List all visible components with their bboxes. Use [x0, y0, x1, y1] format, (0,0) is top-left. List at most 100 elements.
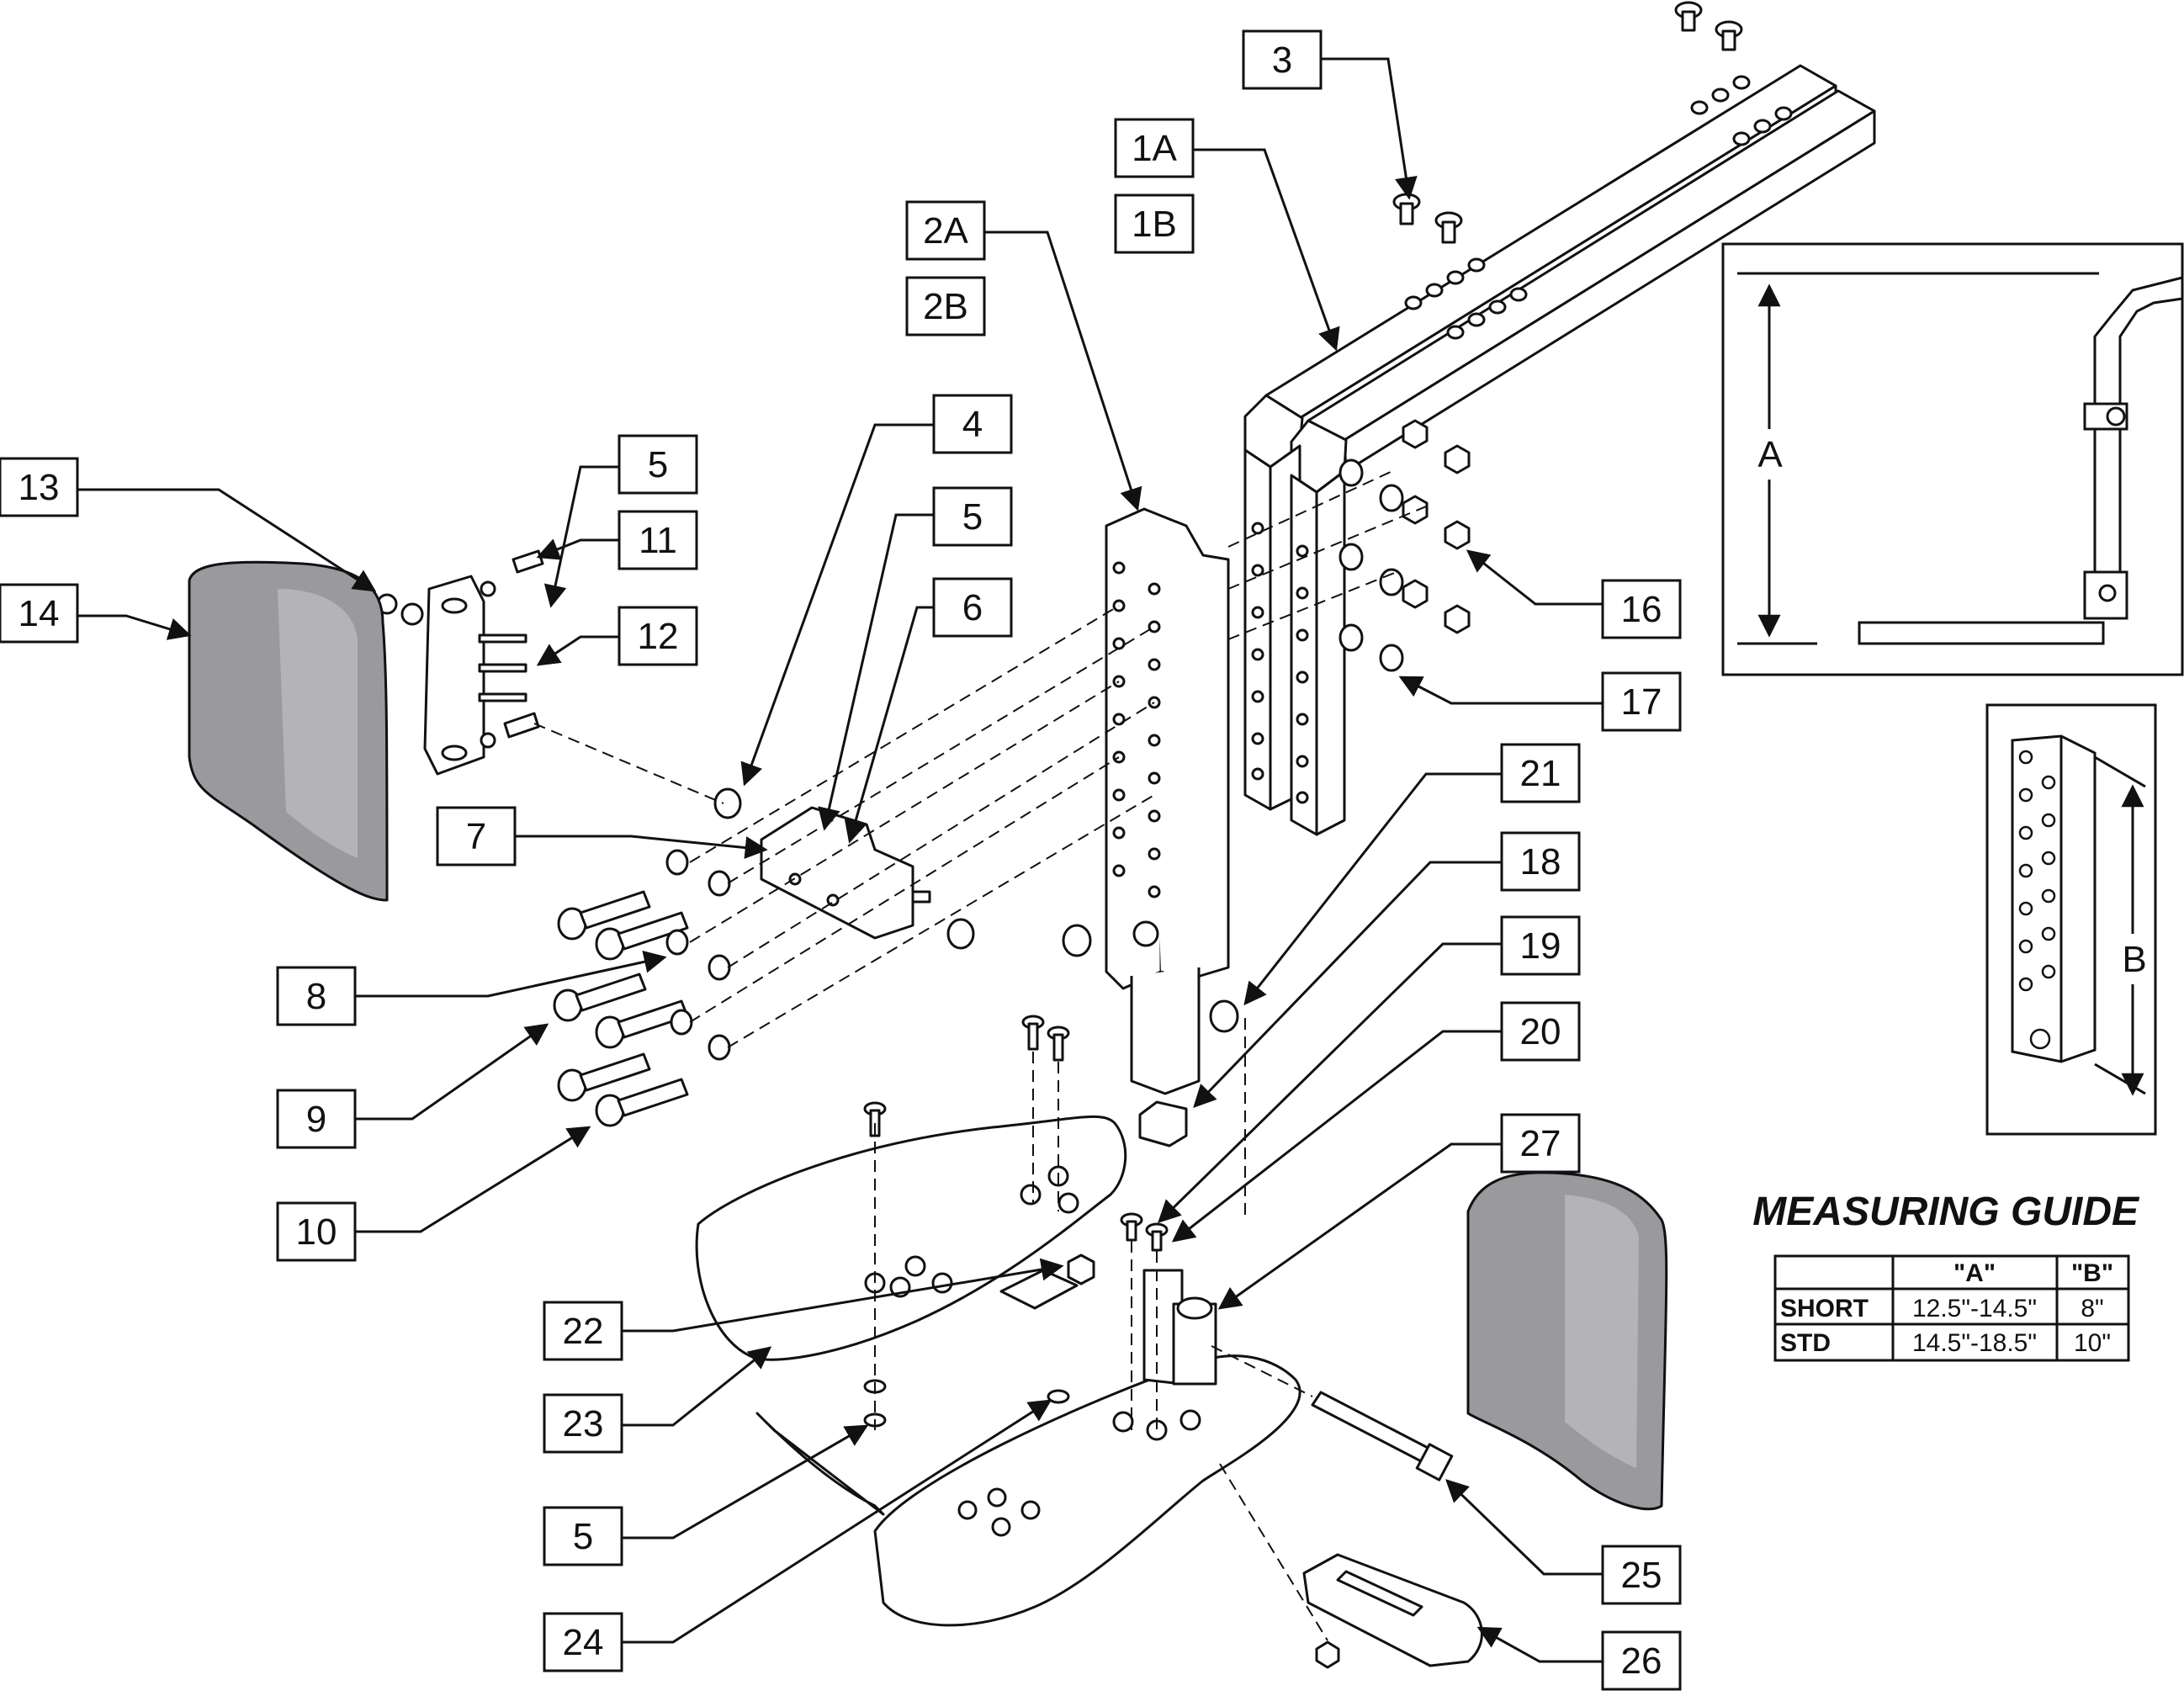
callout-label-17: 17 [1621, 681, 1662, 723]
callout-box-19 [1500, 915, 1581, 976]
callout-9: 9 [276, 1023, 549, 1149]
callout-box-13 [0, 457, 79, 517]
callout-box-5c [543, 1506, 623, 1566]
table-row-label: SHORT [1780, 1295, 1869, 1322]
callout-label-5a: 5 [648, 444, 668, 485]
dimension-b-label: B [2122, 939, 2146, 980]
measuring-guide-table [1773, 1254, 2130, 1362]
callout-label-19: 19 [1520, 925, 1561, 967]
callout-leader-18 [1193, 861, 1502, 1108]
callout-box-20 [1500, 1001, 1581, 1062]
callout-label-10: 10 [296, 1211, 337, 1253]
hanger-tube-upper [1243, 64, 1876, 836]
callout-26: 26 [1476, 1626, 1682, 1691]
callout-27: 27 [1217, 1113, 1581, 1310]
callout-1A: 1A [1114, 118, 1340, 352]
callout-leader-6 [844, 606, 934, 844]
callout-leader-23 [622, 1346, 772, 1427]
callout-14: 14 [0, 583, 192, 644]
callout-leader-8 [355, 951, 667, 998]
callout-label-1A: 1A [1132, 128, 1177, 169]
dimension-a-label: A [1757, 434, 1783, 475]
callout-leader-5c [622, 1424, 869, 1540]
callout-20: 20 [1171, 1001, 1581, 1243]
callout-box-3 [1242, 29, 1323, 90]
callout-5b: 5 [818, 486, 1013, 831]
callout-box-7 [436, 806, 517, 867]
callout-label-3: 3 [1272, 40, 1292, 81]
callout-box-11 [618, 510, 698, 570]
callout-label-22: 22 [563, 1311, 604, 1352]
callout-leader-17 [1398, 676, 1603, 705]
callout-leader-1A [1193, 148, 1340, 352]
callout-12: 12 [536, 606, 698, 666]
callout-4: 4 [740, 394, 1013, 787]
callout-2A: 2A [905, 200, 1142, 511]
callout-17: 17 [1398, 671, 1682, 732]
callout-box-27 [1500, 1113, 1581, 1174]
callout-leader-9 [355, 1023, 549, 1121]
callout-box-1B [1114, 193, 1195, 254]
callout-label-7: 7 [466, 816, 486, 857]
callout-leader-5a [543, 465, 619, 608]
callout-label-9: 9 [306, 1099, 326, 1140]
callout-21: 21 [1243, 743, 1581, 1006]
callout-box-8 [276, 966, 357, 1026]
callout-leader-4 [740, 423, 934, 787]
callout-box-5a [618, 434, 698, 495]
callout-leader-27 [1217, 1142, 1502, 1310]
callout-label-13: 13 [19, 467, 60, 508]
callout-18: 18 [1193, 831, 1581, 1108]
table-header-a: "A" [1953, 1259, 1996, 1287]
callout-box-22 [543, 1301, 623, 1361]
callout-5c: 5 [543, 1424, 869, 1566]
callout-7: 7 [436, 806, 768, 867]
callout-box-16 [1601, 579, 1682, 639]
callout-label-5c: 5 [573, 1516, 593, 1557]
callout-box-12 [618, 606, 698, 666]
bolts-8-9-10 [553, 849, 731, 1127]
callout-label-5b: 5 [962, 496, 983, 538]
callout-2B: 2B [905, 276, 986, 337]
callout-leader-13 [77, 488, 377, 592]
callout-24: 24 [543, 1399, 1052, 1672]
callout-box-10 [276, 1201, 357, 1262]
callout-23: 23 [543, 1346, 772, 1454]
callout-label-25: 25 [1621, 1555, 1662, 1596]
callout-box-2A [905, 200, 986, 261]
callout-box-14 [0, 583, 79, 644]
callout-label-6: 6 [962, 587, 983, 628]
callout-leader-22 [622, 1258, 1064, 1333]
callout-1B: 1B [1114, 193, 1195, 254]
callout-leader-10 [355, 1126, 591, 1233]
callout-leader-3 [1321, 57, 1418, 200]
callout-leader-21 [1243, 772, 1502, 1006]
callout-box-4 [932, 394, 1013, 454]
callout-leader-26 [1476, 1626, 1603, 1663]
callout-10: 10 [276, 1126, 591, 1262]
callout-label-27: 27 [1520, 1123, 1561, 1164]
table-cell: 14.5"-18.5" [1912, 1329, 2037, 1357]
callout-label-11: 11 [639, 520, 677, 561]
parts-drawing [188, 1, 1876, 1669]
callout-label-16: 16 [1621, 589, 1662, 630]
callout-label-2B: 2B [923, 286, 968, 327]
calf-pad-14 [188, 560, 389, 902]
callout-label-24: 24 [563, 1622, 604, 1663]
callout-8: 8 [276, 951, 667, 1026]
footplate-23 [695, 1115, 1127, 1361]
callout-leader-19 [1158, 942, 1502, 1223]
callout-11: 11 [536, 510, 698, 570]
callout-19: 19 [1158, 915, 1581, 1223]
bracket-tube-2 [1062, 507, 1239, 1095]
callout-box-24 [543, 1612, 623, 1672]
callout-label-23: 23 [563, 1403, 604, 1444]
callout-leader-7 [515, 835, 768, 860]
screw-group-3 [1392, 1, 1743, 244]
callout-box-1A [1114, 118, 1195, 178]
table-cell: 12.5"-14.5" [1912, 1295, 2037, 1322]
callout-label-2A: 2A [923, 210, 968, 252]
callout-leader-2A [984, 231, 1142, 511]
callout-box-21 [1500, 743, 1581, 803]
